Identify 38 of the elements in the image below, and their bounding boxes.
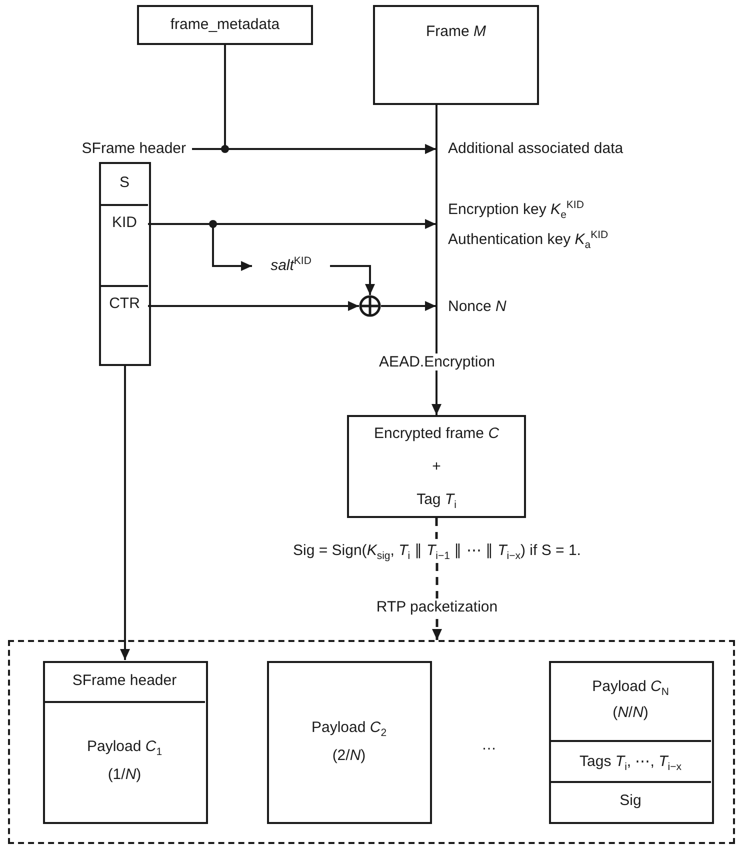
- arrow: [381, 301, 436, 311]
- arrow: [192, 144, 436, 154]
- box-label: +: [432, 458, 441, 476]
- box-label: SFrame header: [72, 672, 177, 690]
- ellipsis-text: …: [480, 736, 498, 754]
- packet-group-frame: [8, 640, 735, 844]
- text-label: Sig = Sign(K$_{sig}$, T$_{i}$ ∥ T$_{i−1}$ ∥ ⋯ ∥ T$_{i−x}$) if S = 1.: [293, 542, 581, 560]
- box-label: Tag T$_{i}$: [416, 490, 456, 508]
- box-label: (1/N): [108, 766, 142, 784]
- arrow: [120, 366, 130, 660]
- process-box: [137, 5, 313, 45]
- packet-box: [42, 660, 208, 824]
- packet-box: [266, 660, 432, 824]
- connector-line: [435, 518, 438, 539]
- arrow: [432, 105, 442, 415]
- arrow: [148, 301, 359, 311]
- box-label: CTR: [109, 294, 140, 312]
- box-label: Tags T$_{i}$, ⋯, T$_{i−x}$: [580, 752, 682, 770]
- text-label: Nonce N: [448, 298, 506, 316]
- packet-box: [548, 660, 714, 824]
- header-field-stack: [99, 162, 151, 366]
- box-label: Payload C$_{N}$: [592, 678, 669, 696]
- text-label: Additional associated data: [448, 140, 624, 158]
- box-label: Payload C$_{1}$: [86, 738, 162, 756]
- arrow: [330, 265, 375, 295]
- process-box: [373, 5, 539, 105]
- text-label: SFrame header: [82, 140, 186, 158]
- process-box: [347, 415, 526, 518]
- box-label: Encrypted frame C: [374, 424, 500, 442]
- box-label: Frame M: [426, 23, 486, 41]
- box-label: S: [119, 174, 130, 192]
- box-label: (2/N): [332, 747, 366, 765]
- box-label: Payload C$_{2}$: [311, 719, 387, 737]
- box-label: frame_metadata: [170, 16, 280, 34]
- box-label: (N/N): [612, 704, 648, 722]
- box-label: KID: [112, 214, 137, 232]
- box-label: Sig: [620, 792, 642, 810]
- text-label: salt$^{KID}$: [270, 257, 312, 275]
